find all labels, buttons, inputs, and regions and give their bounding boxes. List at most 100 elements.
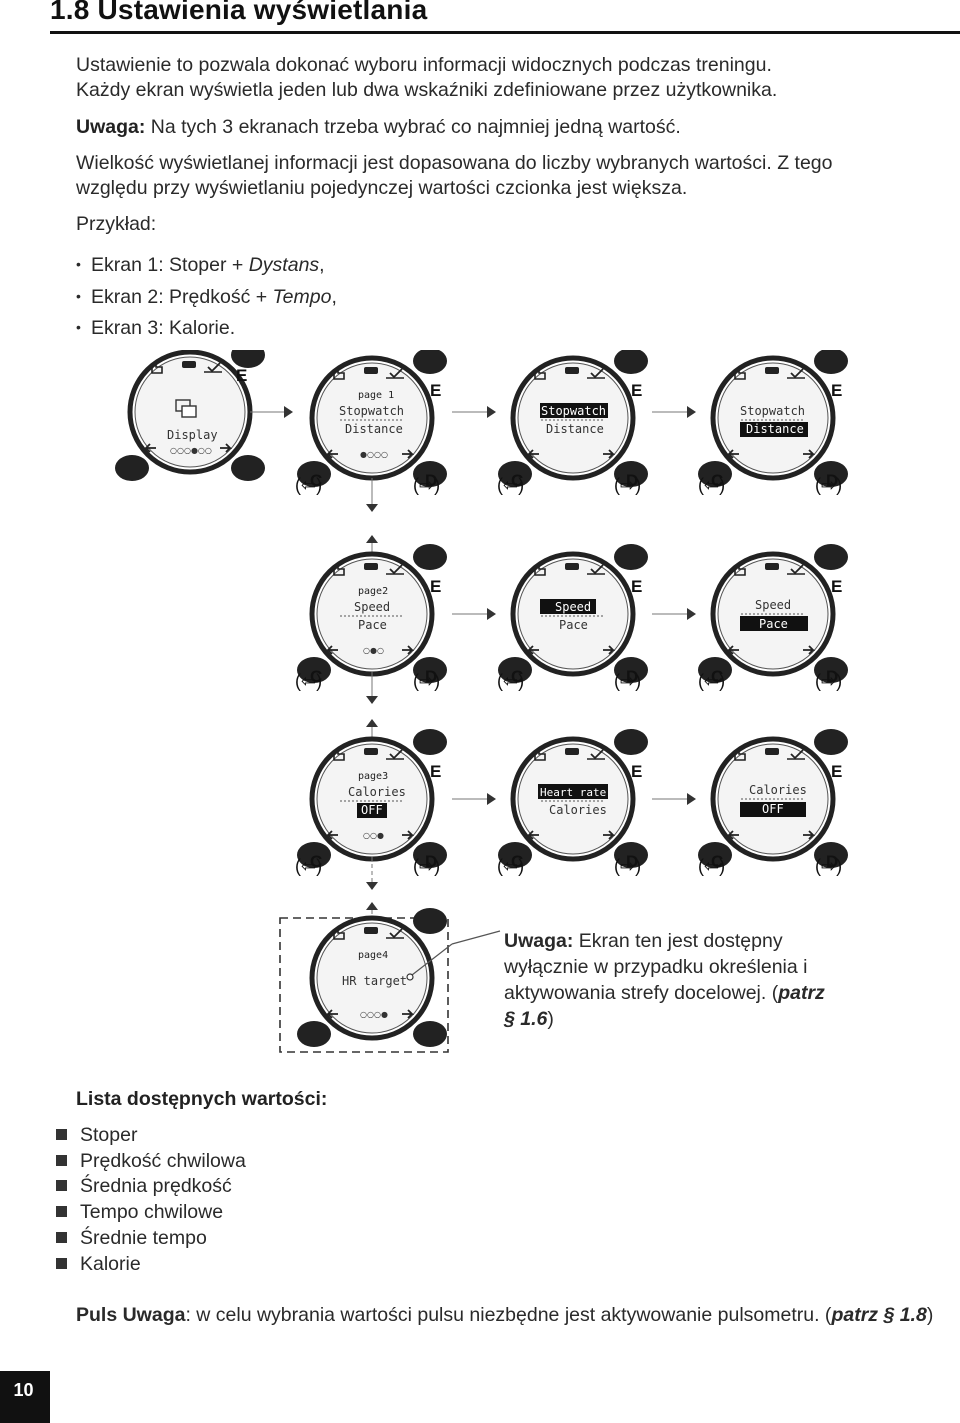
list-item: Prędkość chwilowa <box>56 1149 246 1175</box>
right-arrow-label: (⇨) <box>815 475 842 495</box>
watch-page1-distance-selected: Stopwatch Distance <box>698 350 848 490</box>
flow-arrow <box>452 793 496 805</box>
svg-text:(⇦): (⇦) <box>497 671 524 691</box>
svg-text:(⇨): (⇨) <box>815 671 842 691</box>
list-item: Kalorie <box>56 1252 246 1278</box>
flow-arrow <box>652 406 696 418</box>
svg-text:●○○○: ●○○○ <box>360 450 388 459</box>
svg-text:Stopwatch: Stopwatch <box>541 404 606 418</box>
watch-page2-pace-selected: Speed Pace <box>698 544 848 686</box>
flow-arrow <box>452 608 496 620</box>
svg-text:Stopwatch: Stopwatch <box>339 404 404 418</box>
watch-page1-stopwatch-selected: Stopwatch Distance <box>498 350 648 490</box>
svg-text:(⇨): (⇨) <box>614 856 641 876</box>
size-line-2: względu przy wyświetlaniu pojedynczej wa… <box>76 177 688 199</box>
flow-arrow <box>652 608 696 620</box>
flow-arrow <box>250 406 293 418</box>
svg-text:(⇦): (⇦) <box>497 856 524 876</box>
svg-text:(⇦): (⇦) <box>698 856 725 876</box>
intro-line-2: Każdy ekran wyświetla jeden lub dwa wska… <box>76 79 778 101</box>
note-text: Na tych 3 ekranach trzeba wybrać co najm… <box>145 116 681 138</box>
note-label: Uwaga: <box>76 116 146 138</box>
intro-line-1: Ustawienie to pozwala dokonać wyboru inf… <box>76 54 772 76</box>
svg-text:OFF: OFF <box>361 803 383 817</box>
svg-text:Distance: Distance <box>546 422 604 436</box>
watch-page1-overview: page 1 Stopwatch Distance ●○○○ <box>297 350 447 490</box>
svg-text:(⇨): (⇨) <box>614 671 641 691</box>
svg-text:(⇦): (⇦) <box>698 671 725 691</box>
svg-text:HR target: HR target <box>342 974 407 988</box>
watch-display-menu: Display ○○○●○○ <box>115 350 265 481</box>
values-list-title: Lista dostępnych wartości: <box>76 1088 328 1110</box>
svg-text:page 1: page 1 <box>358 390 394 401</box>
svg-text:○○○●: ○○○● <box>360 1010 388 1019</box>
list-item: Tempo chwilowe <box>56 1200 246 1226</box>
svg-text:page4: page4 <box>358 950 388 961</box>
svg-text:Stopwatch: Stopwatch <box>740 404 805 418</box>
example-item: •Ekran 3: Kalorie. <box>76 317 236 339</box>
left-arrow-label: (⇦) <box>698 475 725 495</box>
list-item: Średnie tempo <box>56 1226 246 1252</box>
flow-arrow-down-dashed <box>366 857 378 890</box>
values-list: Stoper Prędkość chwilowa Średnia prędkoś… <box>56 1123 246 1277</box>
example-label: Przykład: <box>76 213 157 235</box>
svg-text:(⇦): (⇦) <box>295 856 322 876</box>
watch-page3-off-selected: Calories OFF <box>698 729 848 871</box>
example-list: •Ekran 1: Stoper + Dystans, •Ekran 2: Pr… <box>76 249 337 344</box>
svg-text:Heart rate: Heart rate <box>540 786 606 799</box>
svg-text:Calories: Calories <box>549 803 607 817</box>
svg-text:(⇨): (⇨) <box>815 856 842 876</box>
right-arrow-label: (⇨) <box>614 475 641 495</box>
watch-page4-hr-target: page4 HR target ○○○● <box>297 908 447 1047</box>
intro-paragraph: Ustawienie to pozwala dokonać wyboru inf… <box>76 53 777 103</box>
svg-text:Distance: Distance <box>345 422 403 436</box>
svg-text:Pace: Pace <box>358 618 387 632</box>
svg-text:page3: page3 <box>358 771 388 782</box>
section-title: 1.8 Ustawienia wyświetlania <box>50 0 428 25</box>
watch-page2-overview: page2 Speed Pace ○●○ <box>297 544 447 686</box>
header-rule <box>50 31 960 34</box>
hr-target-note: Uwaga: Ekran ten jest dostępny wyłącznie… <box>504 930 825 1030</box>
svg-text:Distance: Distance <box>746 422 804 436</box>
page-number: 10 <box>13 1380 34 1400</box>
svg-text:OFF: OFF <box>762 802 784 816</box>
page-dots: ○○○●○○ <box>170 446 212 455</box>
page-number-tab <box>0 1371 50 1423</box>
screen-label: Display <box>167 428 218 442</box>
example-item: •Ekran 2: Prędkość + Tempo, <box>76 285 337 308</box>
watch-page3-overview: page3 Calories OFF ○○● <box>297 729 447 871</box>
svg-text:Speed: Speed <box>755 598 791 612</box>
flow-arrow <box>652 793 696 805</box>
left-arrow-label: (⇦) <box>497 475 524 495</box>
svg-text:Speed: Speed <box>354 600 390 614</box>
list-item: Średnia prędkość <box>56 1174 246 1200</box>
pulse-note: Puls Uwaga: w celu wybrania wartości pul… <box>76 1304 934 1326</box>
svg-text:Calories: Calories <box>348 785 406 799</box>
svg-text:(⇨): (⇨) <box>413 671 440 691</box>
section-header: 1.8 Ustawienia wyświetlania <box>0 0 960 34</box>
watch-page2-speed-selected: Speed Pace <box>498 544 648 686</box>
watch-page3-heartrate-selected: Heart rate Calories <box>498 729 648 871</box>
example-item: •Ekran 1: Stoper + Dystans, <box>76 254 325 276</box>
size-paragraph: Wielkość wyświetlanej informacji jest do… <box>76 151 832 201</box>
svg-text:Pace: Pace <box>559 618 588 632</box>
svg-text:○●○: ○●○ <box>363 646 384 655</box>
svg-text:Pace: Pace <box>759 617 788 631</box>
note-leader-line <box>406 930 501 981</box>
svg-text:page2: page2 <box>358 586 388 597</box>
flow-arrow <box>452 406 496 418</box>
right-arrow-label: (⇨) <box>413 475 440 495</box>
button-e-label: E <box>236 366 247 385</box>
size-line-1: Wielkość wyświetlanej informacji jest do… <box>76 152 833 174</box>
flow-arrow-down <box>366 672 378 704</box>
svg-text:Speed: Speed <box>555 600 591 614</box>
flow-arrow-down <box>366 478 378 512</box>
left-arrow-label: (⇦) <box>295 475 322 495</box>
svg-text:(⇨): (⇨) <box>413 856 440 876</box>
display-settings-diagram: C D E Display ○○○●○○ E page 1 Stopwatch … <box>0 350 960 1053</box>
svg-text:○○●: ○○● <box>363 831 384 840</box>
note-paragraph: Uwaga: Na tych 3 ekranach trzeba wybrać … <box>76 115 681 140</box>
svg-text:Calories: Calories <box>749 783 807 797</box>
svg-text:(⇦): (⇦) <box>295 671 322 691</box>
list-item: Stoper <box>56 1123 246 1149</box>
